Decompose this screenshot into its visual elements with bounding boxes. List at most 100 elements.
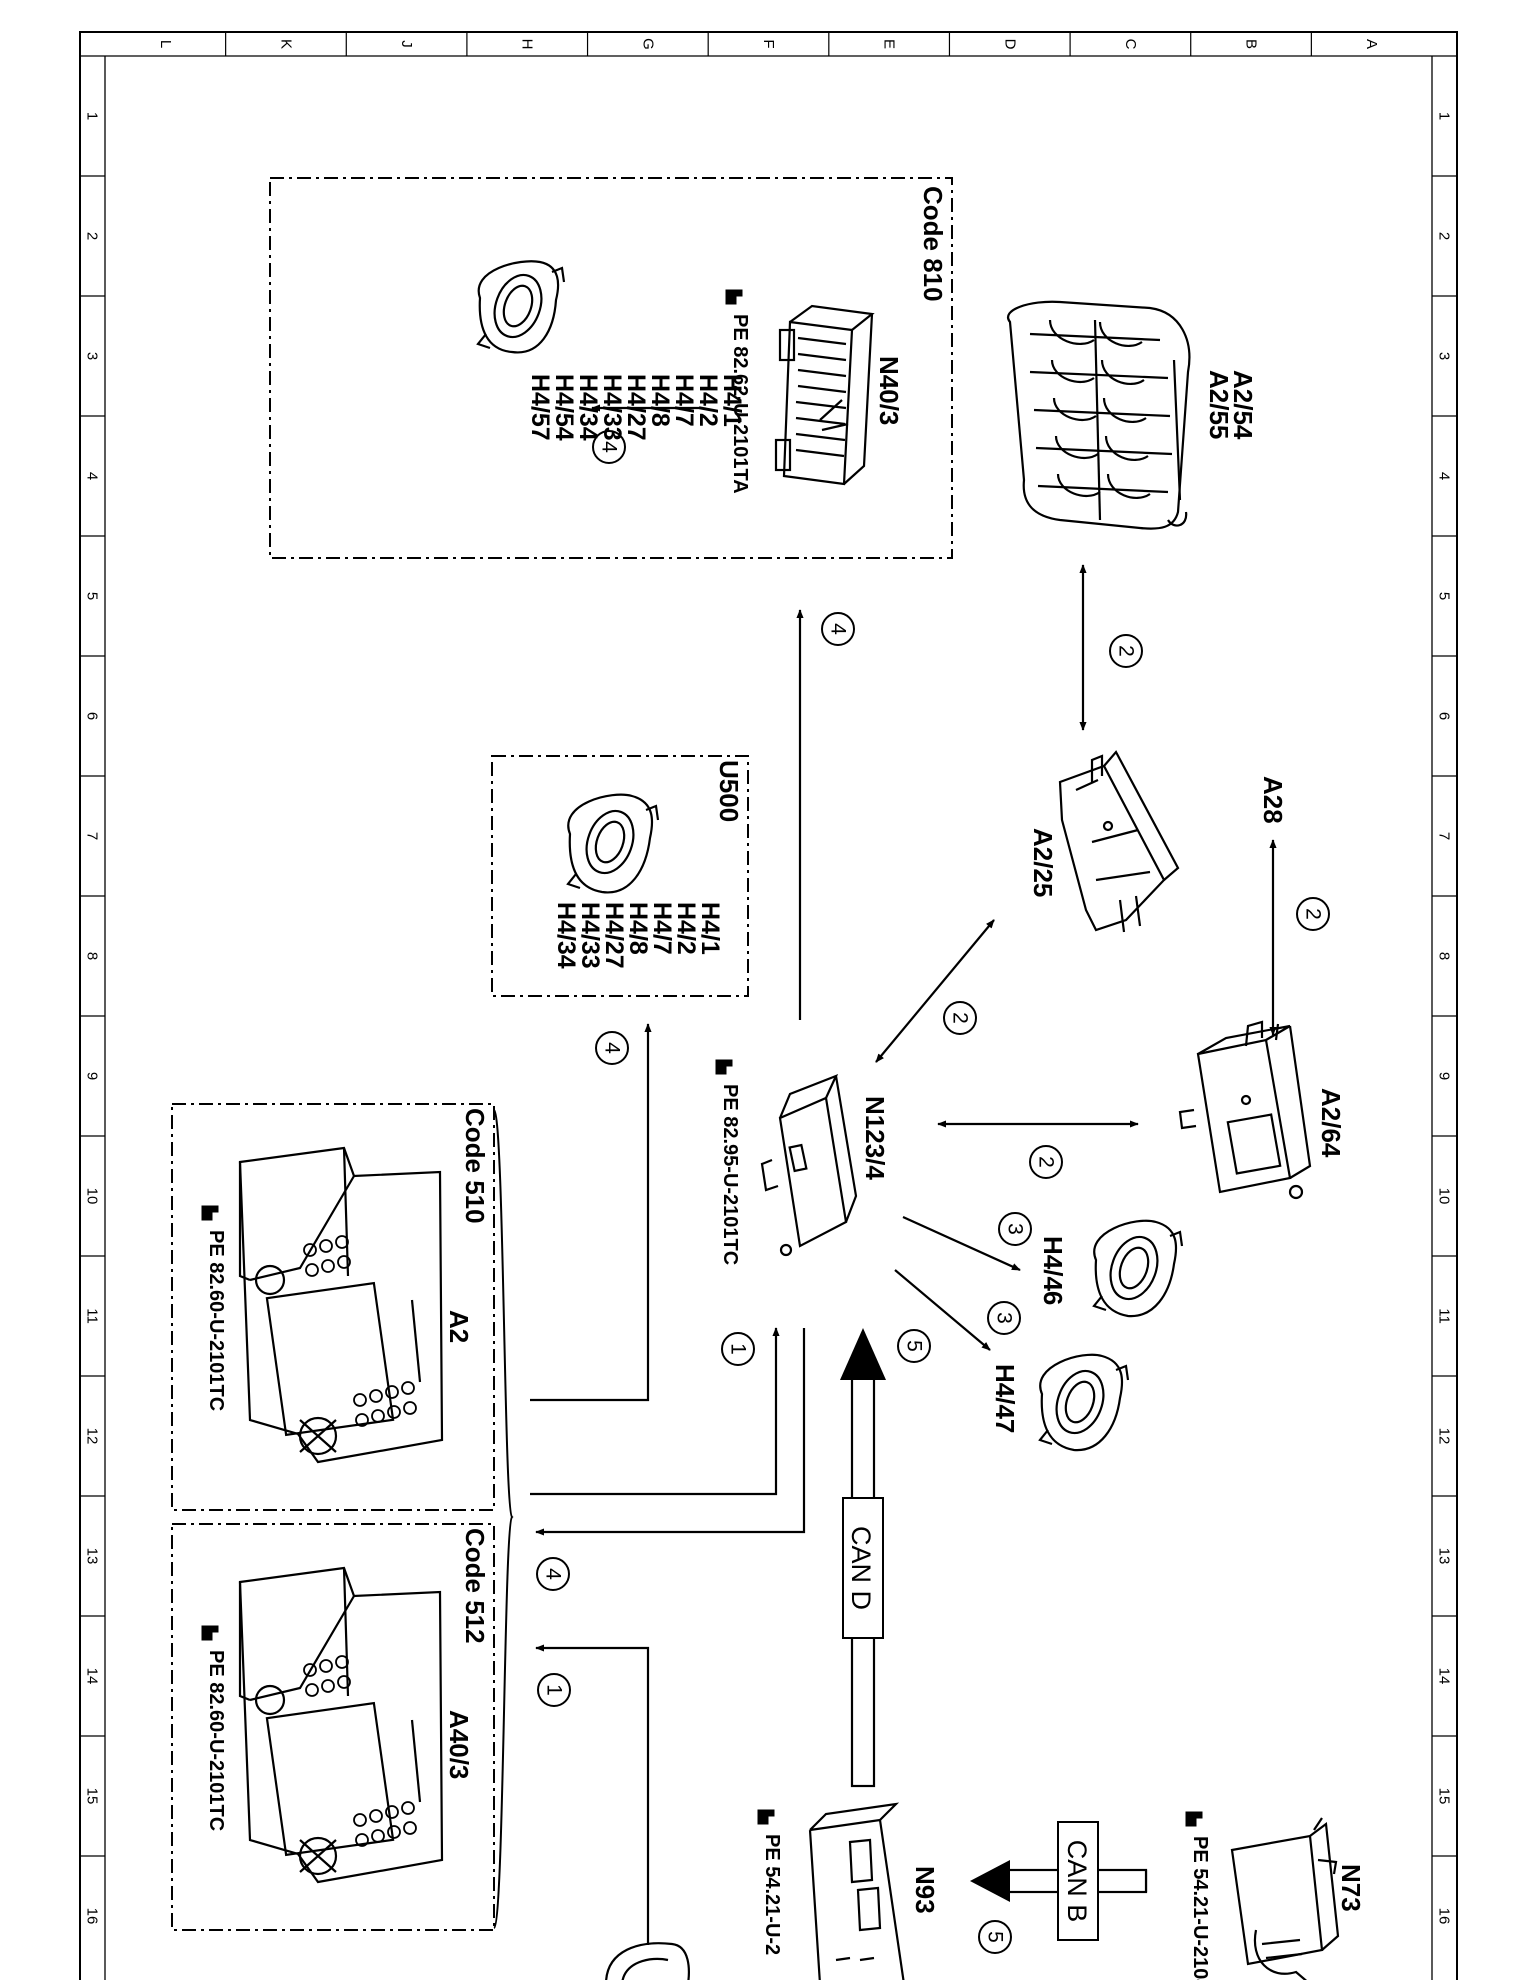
partial-component-illustration xyxy=(605,1942,690,1980)
row-grid-ticks xyxy=(80,175,1457,1857)
conn-num-a2-n123: 1 xyxy=(727,1343,750,1355)
speaker-list-item: H4/57 xyxy=(526,374,554,441)
speaker-list-item: H4/8 xyxy=(646,374,674,427)
speaker-list-item: H4/7 xyxy=(670,374,698,427)
row-label: 10 xyxy=(1436,1188,1453,1205)
row-label: 6 xyxy=(84,712,101,720)
speaker-list-item: H4/2 xyxy=(672,902,700,955)
conn-num-h4-list-810: 4 xyxy=(598,441,621,453)
speaker-list-item: H4/54 xyxy=(550,374,578,441)
a2-54-label: A2/54 xyxy=(1228,370,1258,440)
n93-illustration xyxy=(808,1802,905,1980)
row-label: 3 xyxy=(84,352,101,360)
row-label: 9 xyxy=(84,1072,101,1080)
n123-4-illustration xyxy=(760,1073,858,1257)
conn-num-can-d: 5 xyxy=(903,1340,926,1352)
code-810-label: Code 810 xyxy=(918,186,948,302)
n40-3-reference: PE 82.62-U-2101TA xyxy=(729,314,751,494)
a40-3-reference: PE 82.60-U-2101TC xyxy=(205,1650,227,1831)
conn-num-n123-a2-a40: 4 xyxy=(542,1568,565,1580)
drawing-frame xyxy=(79,31,1458,1980)
n93-reference: PE 54.21-U-2 xyxy=(761,1834,783,1955)
n73-reference: PE 54.21-U-2104 xyxy=(1189,1836,1211,1980)
row-label: 13 xyxy=(1436,1548,1453,1565)
column-label: E xyxy=(881,39,898,49)
link-a2-n123 xyxy=(530,1327,780,1496)
row-label: 4 xyxy=(84,472,101,480)
speaker-code-810-illustration xyxy=(476,260,566,354)
pointing-hand-icon xyxy=(715,1059,733,1075)
a40-3-label: A40/3 xyxy=(444,1710,474,1779)
row-label: 1 xyxy=(1436,112,1453,120)
conn-num-n40-3: 4 xyxy=(827,623,850,635)
speaker-list-item: H4/1 xyxy=(696,902,724,955)
conn-num-h4-46: 3 xyxy=(1004,1223,1027,1235)
speaker-h4-46-illustration xyxy=(1092,1219,1184,1318)
conn-num-u500: 4 xyxy=(601,1042,624,1054)
code-510-label: Code 510 xyxy=(460,1108,490,1224)
conn-num-a2-54-a2-25: 2 xyxy=(1115,645,1138,657)
speaker-list-item: H4/33 xyxy=(598,374,626,441)
can-b-bus: CAN B xyxy=(970,1821,1148,1941)
conn-num-h4-47: 3 xyxy=(993,1312,1016,1324)
row-label: 14 xyxy=(1436,1668,1453,1685)
a2-55-label: A2/55 xyxy=(1204,370,1234,439)
row-label: 9 xyxy=(1436,1072,1453,1080)
link-a2-u500 xyxy=(530,1023,652,1402)
u500-label: U500 xyxy=(714,760,744,822)
h4-47-label: H4/47 xyxy=(990,1364,1020,1433)
a2-54-illustration xyxy=(1006,300,1191,530)
pointing-hand-icon xyxy=(201,1625,219,1641)
column-label: J xyxy=(398,40,415,48)
row-label: 3 xyxy=(1436,352,1453,360)
code-512-box xyxy=(171,1523,495,1931)
n123-4-label: N123/4 xyxy=(860,1096,890,1180)
conn-num-n123-a2-25: 2 xyxy=(949,1012,972,1024)
column-label: H xyxy=(519,39,536,50)
pointing-hand-icon xyxy=(725,289,743,305)
a28-label: A28 xyxy=(1258,776,1288,824)
code-510-box xyxy=(171,1103,495,1511)
speaker-list-item: H4/27 xyxy=(622,374,650,441)
n40-3-label: N40/3 xyxy=(874,356,904,425)
column-label: F xyxy=(760,39,777,48)
n73-label: N73 xyxy=(1336,1864,1366,1912)
row-label: 12 xyxy=(84,1428,101,1445)
link-n123-a2-25 xyxy=(875,919,995,1063)
link-n123-a2-a40 xyxy=(535,1328,806,1536)
row-label: 7 xyxy=(84,832,101,840)
pointing-hand-icon xyxy=(757,1809,775,1825)
row-label: 4 xyxy=(1436,472,1453,480)
row-label: 11 xyxy=(84,1308,101,1324)
a2-64-illustration xyxy=(1178,1020,1312,1200)
row-label: 13 xyxy=(84,1548,101,1565)
row-label: 15 xyxy=(1436,1788,1453,1805)
column-label: K xyxy=(277,39,294,49)
conn-num-a28-a2-64: 2 xyxy=(1302,908,1325,920)
column-label: G xyxy=(639,38,656,50)
a40-3-illustration xyxy=(238,1566,444,1884)
row-label: 11 xyxy=(1436,1308,1453,1324)
speaker-list-item: H4/27 xyxy=(600,902,628,969)
link-n123-h4-47 xyxy=(894,1269,991,1351)
a2-25-illustration xyxy=(1058,750,1180,933)
speaker-list-item: H4/8 xyxy=(624,902,652,955)
n73-illustration xyxy=(1230,1817,1340,1980)
column-grid-ticks xyxy=(225,32,1312,56)
h4-46-label: H4/46 xyxy=(1038,1236,1068,1305)
column-label: B xyxy=(1243,39,1260,49)
speaker-list-item: H4/7 xyxy=(648,902,676,955)
link-n123-h4-46 xyxy=(902,1215,1021,1272)
row-label: 5 xyxy=(84,592,101,600)
row-label: 8 xyxy=(1436,952,1453,960)
row-label: 2 xyxy=(1436,232,1453,240)
pointing-hand-icon xyxy=(1185,1811,1203,1827)
can-b-label: CAN B xyxy=(1062,1840,1092,1923)
row-label: 6 xyxy=(1436,712,1453,720)
speaker-list-item: H4/33 xyxy=(576,902,604,969)
code-512-label: Code 512 xyxy=(460,1528,490,1644)
